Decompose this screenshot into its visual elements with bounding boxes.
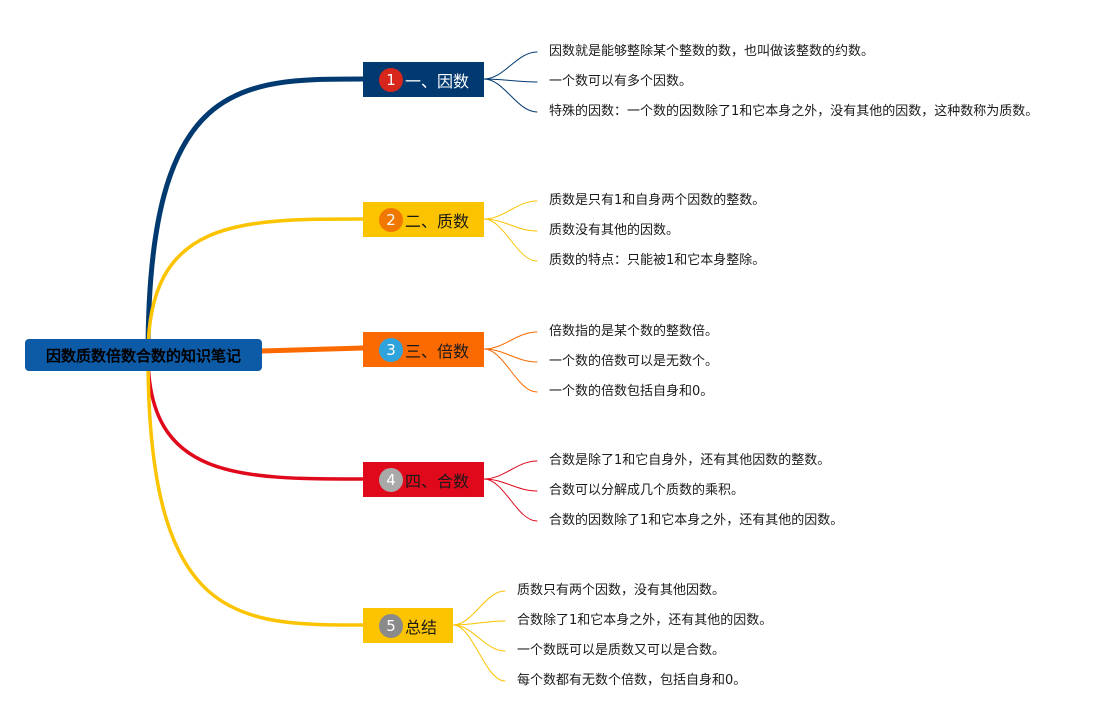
leaf-topic-1-1[interactable]: 因数就是能够整除某个整数的数，也叫做该整数的约数。 bbox=[549, 44, 875, 59]
branch-number-badge-5: 5 bbox=[379, 613, 403, 638]
leaf-topic-1-2[interactable]: 一个数可以有多个因数。 bbox=[549, 74, 693, 89]
connector-leaf-1-3 bbox=[483, 78, 538, 113]
connector-leaf-5-3 bbox=[452, 624, 506, 652]
leaf-topic-2-2[interactable]: 质数没有其他的因数。 bbox=[549, 223, 680, 238]
connector-branch-5 bbox=[146, 353, 365, 627]
branch-label-5: 总结 bbox=[405, 617, 438, 637]
connector-leaf-5-2 bbox=[452, 620, 506, 626]
connector-leaf-2-3 bbox=[483, 218, 538, 262]
branch-label-2: 二、质数 bbox=[405, 211, 470, 231]
connector-leaf-5-4 bbox=[452, 624, 506, 682]
leaf-topic-5-1[interactable]: 质数只有两个因数，没有其他因数。 bbox=[517, 583, 726, 598]
leaf-topic-2-3[interactable]: 质数的特点：只能被1和它本身整除。 bbox=[549, 253, 766, 268]
root-topic[interactable]: 因数质数倍数合数的知识笔记 bbox=[25, 339, 262, 371]
leaf-topic-4-2[interactable]: 合数可以分解成几个质数的乘积。 bbox=[549, 483, 745, 498]
connector-branch-2 bbox=[146, 217, 365, 357]
connector-branch-3 bbox=[259, 345, 366, 354]
leaf-topic-3-2[interactable]: 一个数的倍数可以是无数个。 bbox=[549, 354, 719, 369]
leaf-topic-5-4[interactable]: 每个数都有无数个倍数，包括自身和0。 bbox=[517, 673, 747, 688]
leaf-topic-2-1[interactable]: 质数是只有1和自身两个因数的整数。 bbox=[549, 193, 766, 208]
branch-number-badge-1: 1 bbox=[379, 67, 403, 92]
branch-number-badge-2: 2 bbox=[379, 207, 403, 232]
connector-leaf-1-2 bbox=[483, 78, 538, 83]
leaf-topic-4-3[interactable]: 合数的因数除了1和它本身之外，还有其他的因数。 bbox=[549, 513, 844, 528]
leaf-topic-3-1[interactable]: 倍数指的是某个数的整数倍。 bbox=[549, 324, 719, 339]
connector-branch-4 bbox=[146, 353, 365, 481]
leaf-topic-5-3[interactable]: 一个数既可以是质数又可以是合数。 bbox=[517, 643, 726, 658]
connector-leaf-2-1 bbox=[483, 200, 538, 220]
leaf-topic-1-3[interactable]: 特殊的因数：一个数的因数除了1和它本身之外，没有其他的因数，这种数称为质数。 bbox=[549, 104, 1039, 119]
leaf-topic-5-2[interactable]: 合数除了1和它本身之外，还有其他的因数。 bbox=[517, 613, 773, 628]
connector-leaf-5-1 bbox=[452, 590, 506, 626]
branch-label-3: 三、倍数 bbox=[405, 341, 470, 361]
connector-branch-1 bbox=[145, 76, 366, 358]
branch-number-badge-4: 4 bbox=[379, 467, 403, 492]
connector-leaf-1-1 bbox=[483, 51, 538, 80]
connector-leaf-3-1 bbox=[483, 331, 538, 350]
connector-leaf-3-3 bbox=[483, 348, 538, 393]
branch-label-4: 四、合数 bbox=[405, 471, 470, 491]
branch-number-badge-3: 3 bbox=[379, 337, 403, 362]
leaf-topic-4-1[interactable]: 合数是除了1和它自身外，还有其他因数的整数。 bbox=[549, 453, 831, 468]
branch-label-1: 一、因数 bbox=[405, 71, 470, 91]
connector-leaf-4-1 bbox=[483, 460, 538, 480]
leaf-topic-3-3[interactable]: 一个数的倍数包括自身和0。 bbox=[549, 384, 714, 399]
connector-leaf-4-3 bbox=[483, 478, 538, 522]
